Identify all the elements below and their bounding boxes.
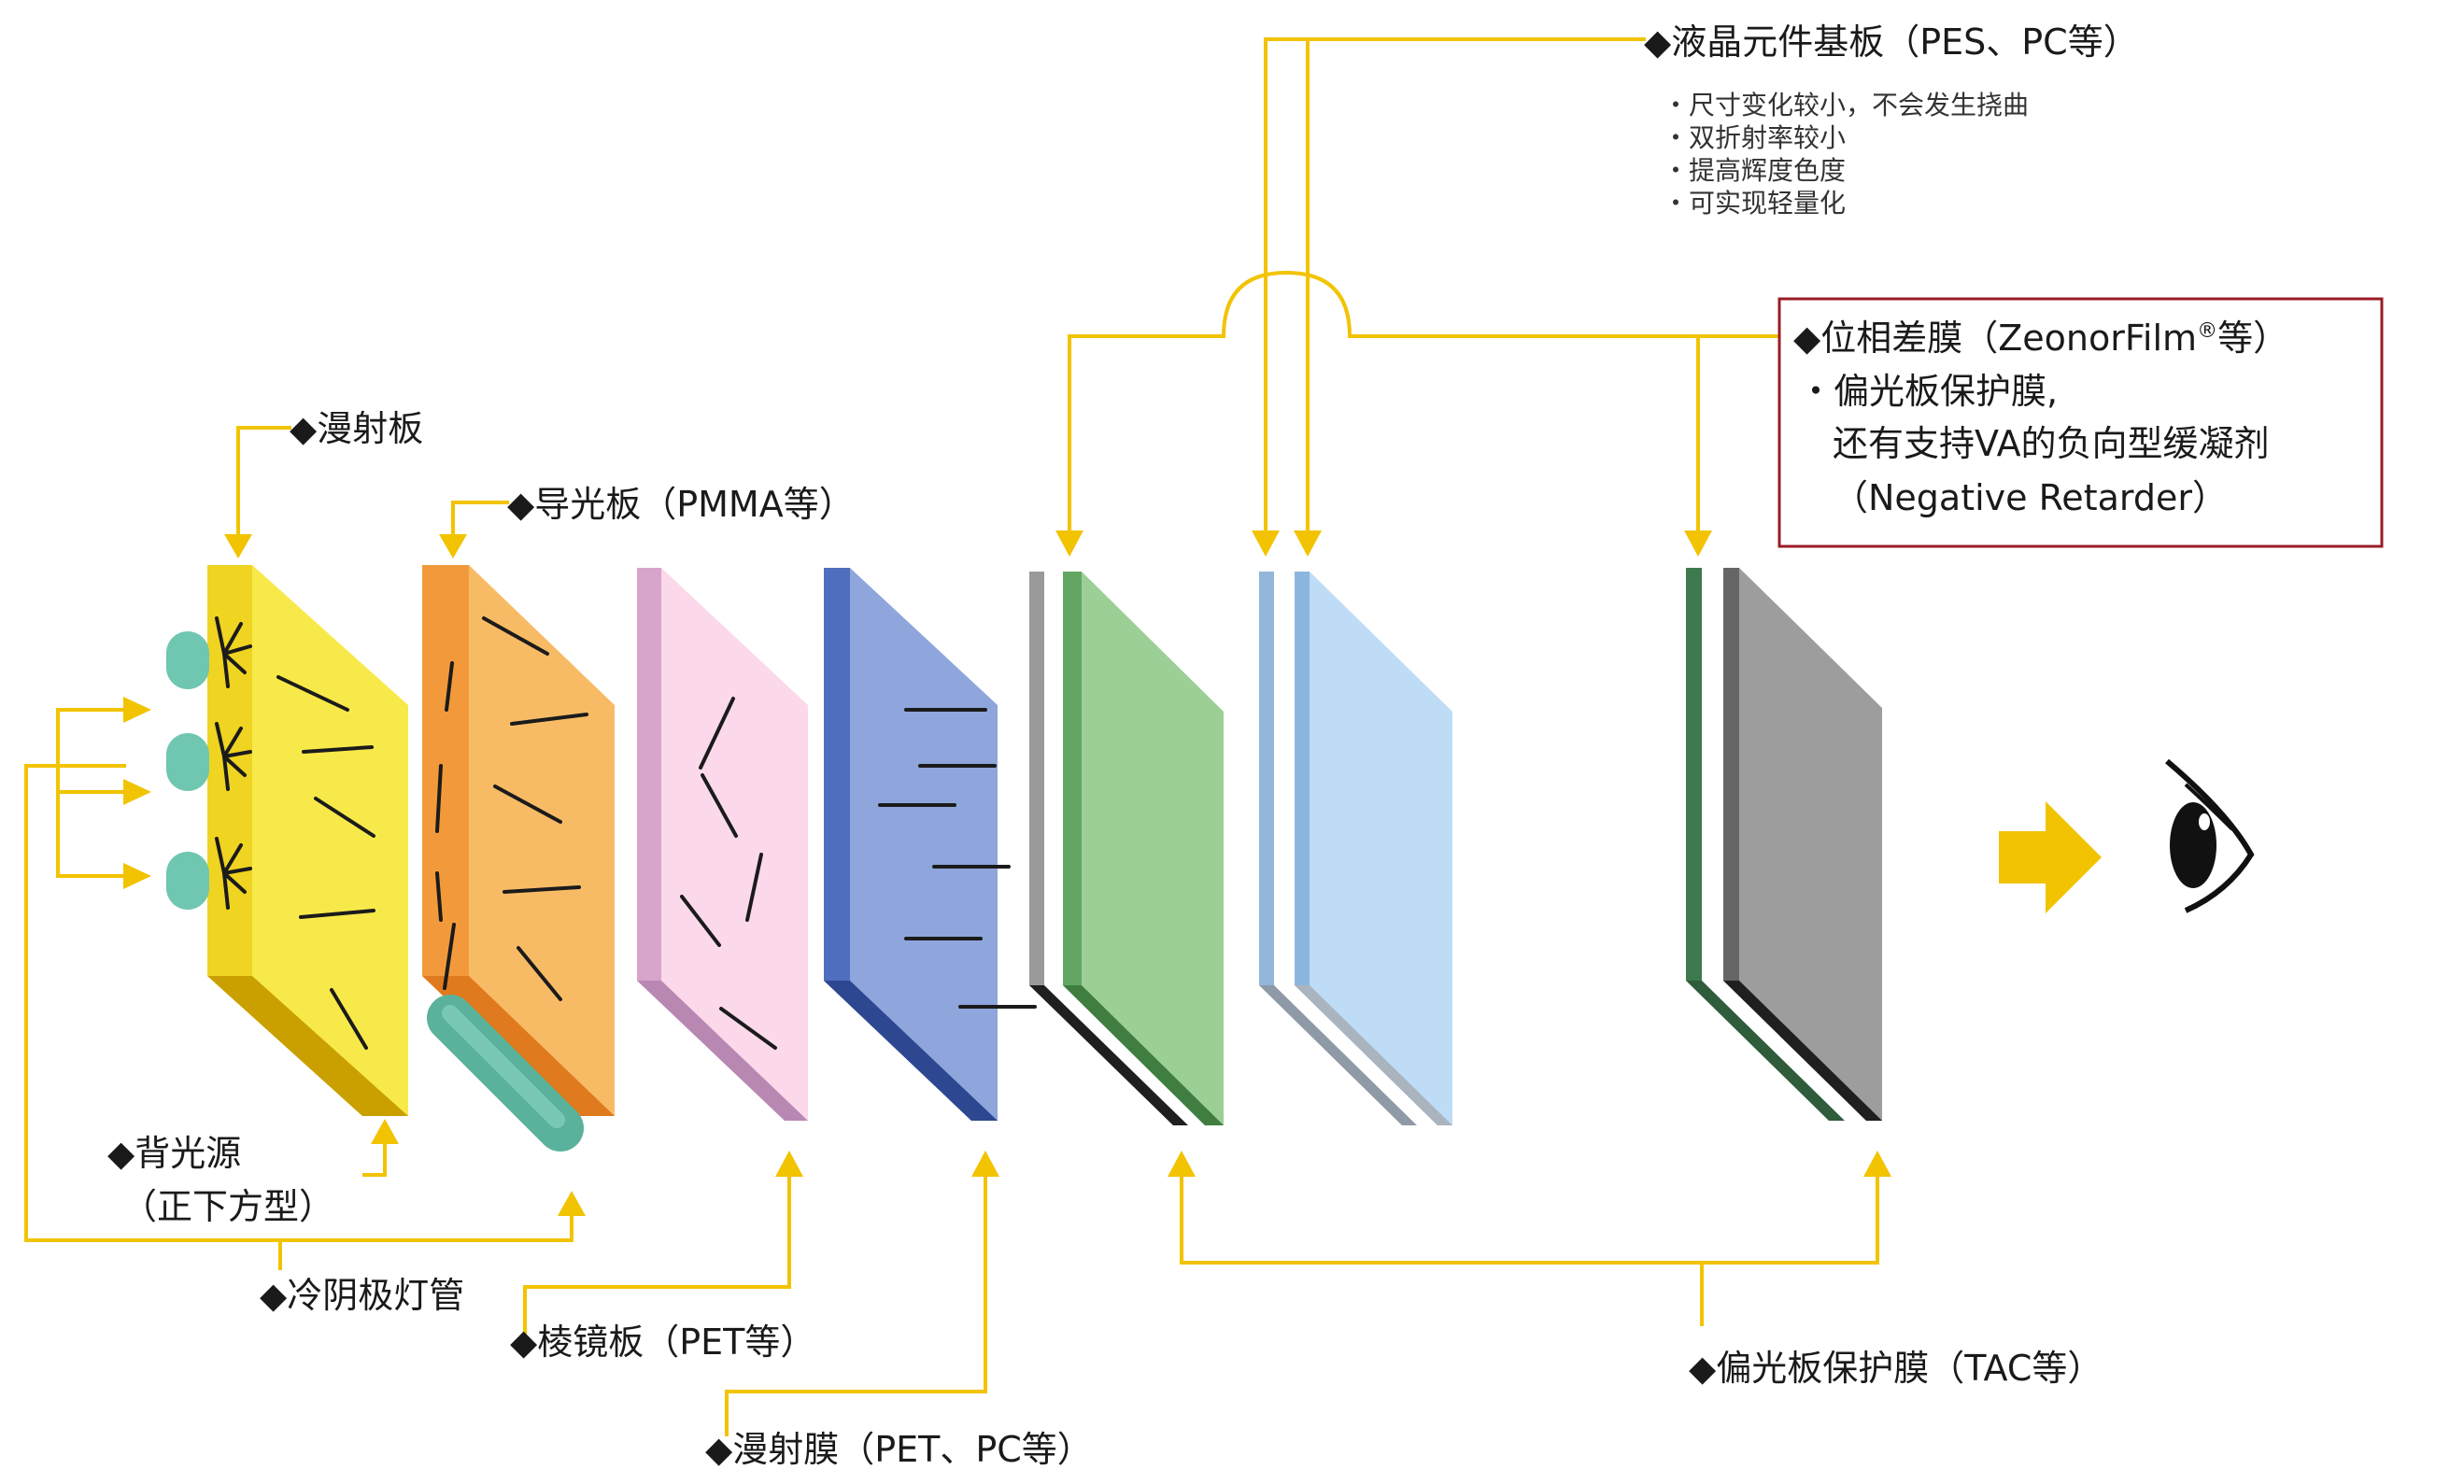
- label-backlight-type: （正下方型）: [121, 1186, 334, 1227]
- registered-mark: ®: [2197, 319, 2217, 343]
- connector-lines: [24, 37, 1891, 1436]
- retarder-callout-box: [1777, 297, 2384, 548]
- label-backlight: ◆背光源: [107, 1133, 241, 1174]
- label-light-guide-plate: ◆导光板（PMMA等）: [507, 484, 855, 525]
- lc-feature: ・尺寸变化较小，不会发生挠曲: [1663, 90, 2029, 120]
- ccfl-lamp: [166, 852, 209, 910]
- label-ccfl: ◆冷阴极灯管: [260, 1275, 464, 1316]
- polarizer-lower: [1029, 572, 1224, 1125]
- label-lc-substrate: ◆液晶元件基板（PES、PC等）: [1644, 21, 2139, 63]
- retarder-note: 还有支持VA的负向型缓凝剂: [1833, 423, 2270, 464]
- retarder-note: （Negative Retarder）: [1833, 477, 2228, 518]
- label-diffuser-film: ◆漫射膜（PET、PC等）: [705, 1429, 1093, 1470]
- ccfl-lamps: [166, 631, 584, 1152]
- eye-icon: [2165, 758, 2255, 913]
- label-retarder: ◆位相差膜（ZeonorFilm®等）: [1793, 318, 2288, 359]
- light-direction-arrows: [215, 616, 1037, 1050]
- lc-feature: ・可实现轻量化: [1663, 188, 1846, 219]
- ccfl-lamp: [166, 733, 209, 791]
- label-polarizer-protect: ◆偏光板保护膜（TAC等）: [1689, 1348, 2103, 1389]
- polarizer-upper: [1686, 568, 1882, 1121]
- retarder-note: ・偏光板保护膜,: [1798, 371, 2058, 412]
- diffuser-film: [824, 568, 998, 1121]
- diffuser-plate: [207, 565, 408, 1116]
- direction-arrow-icon: [1999, 801, 2102, 913]
- lc-feature: ・双折射率较小: [1663, 122, 1846, 153]
- lc-substrate-panel: [1259, 572, 1452, 1125]
- label-diffuser-plate: ◆漫射板: [290, 408, 423, 449]
- ccfl-lamp: [166, 631, 209, 689]
- prism-sheet: [637, 568, 808, 1121]
- label-prism-sheet: ◆棱镜板（PET等）: [510, 1321, 815, 1363]
- lc-feature: ・提高辉度色度: [1663, 155, 1846, 186]
